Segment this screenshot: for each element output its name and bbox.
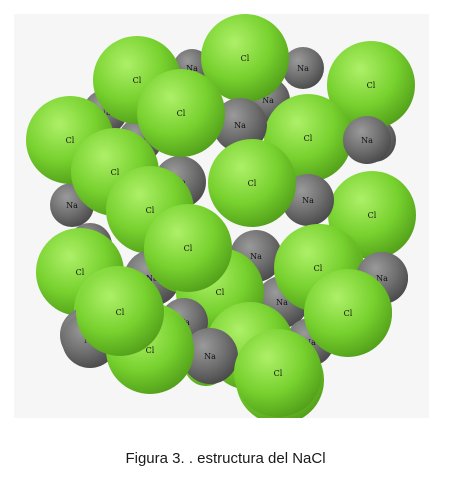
- atom-label: Cl: [116, 308, 125, 317]
- chlorine-atom: Cl: [327, 41, 415, 129]
- sodium-atom: Na: [282, 47, 324, 89]
- chlorine-sphere: [234, 329, 322, 417]
- atom-label: Na: [297, 64, 309, 73]
- chlorine-atom: Cl: [144, 204, 232, 292]
- atom-label: Cl: [177, 109, 186, 118]
- atom-label: Cl: [184, 244, 193, 253]
- atom-label: Na: [262, 96, 274, 105]
- atom-label: Cl: [368, 211, 377, 220]
- chlorine-sphere: [327, 41, 415, 129]
- atom-label: Na: [186, 64, 198, 73]
- atom-label: Na: [361, 136, 373, 145]
- atom-label: Na: [276, 298, 288, 307]
- atom-label: Cl: [146, 346, 155, 355]
- sodium-atom: Na: [213, 98, 267, 152]
- atom-label: Cl: [344, 309, 353, 318]
- atom-label: Cl: [66, 136, 75, 145]
- chlorine-atom: Cl: [208, 139, 296, 227]
- figure-caption: Figura 3. . estructura del NaCl: [125, 450, 326, 467]
- atom-label: Cl: [274, 369, 283, 378]
- atom-label: Na: [99, 108, 111, 117]
- atom-label: Na: [66, 201, 78, 210]
- sodium-sphere: [182, 328, 238, 384]
- atom-label: Na: [204, 352, 216, 361]
- atom-label: Cl: [367, 81, 376, 90]
- chlorine-sphere: [144, 204, 232, 292]
- chlorine-atom: Cl: [137, 69, 225, 157]
- chlorine-atom: Cl: [201, 14, 289, 102]
- chlorine-sphere: [76, 268, 164, 356]
- atom-label: Cl: [304, 134, 313, 143]
- sodium-atom: Na: [182, 328, 238, 384]
- sodium-sphere: [343, 116, 391, 164]
- atom-label: Na: [146, 274, 158, 283]
- atom-label: Cl: [76, 268, 85, 277]
- atom-label: Cl: [146, 206, 155, 215]
- crystal-panel: NaNaNaNaNaNaNaNaClClClClClClNaNaNaNaClCl…: [14, 14, 429, 418]
- atom-label: Na: [250, 252, 262, 261]
- atom-label: Cl: [248, 179, 257, 188]
- sodium-sphere: [282, 47, 324, 89]
- chlorine-sphere: [208, 139, 296, 227]
- atom-label: Na: [304, 338, 316, 347]
- atom-label: Na: [302, 196, 314, 205]
- sodium-atom: Na: [343, 116, 391, 164]
- chlorine-sphere: [137, 69, 225, 157]
- chlorine-sphere: [304, 269, 392, 357]
- chlorine-atom: Cl: [304, 269, 392, 357]
- atom-label: Na: [234, 121, 246, 130]
- chlorine-atom: Cl: [76, 268, 164, 356]
- chlorine-sphere: [201, 14, 289, 102]
- atom-label: Cl: [216, 288, 225, 297]
- chlorine-atom: Cl: [234, 329, 322, 417]
- atom-label: Cl: [133, 76, 142, 85]
- atom-label: Cl: [314, 264, 323, 273]
- nacl-crystal-model: NaNaNaNaNaNaNaNaClClClClClClNaNaNaNaClCl…: [26, 14, 416, 418]
- atom-label: Na: [376, 274, 388, 283]
- atom-label: Cl: [111, 168, 120, 177]
- atom-label: Cl: [241, 54, 250, 63]
- sodium-sphere: [213, 98, 267, 152]
